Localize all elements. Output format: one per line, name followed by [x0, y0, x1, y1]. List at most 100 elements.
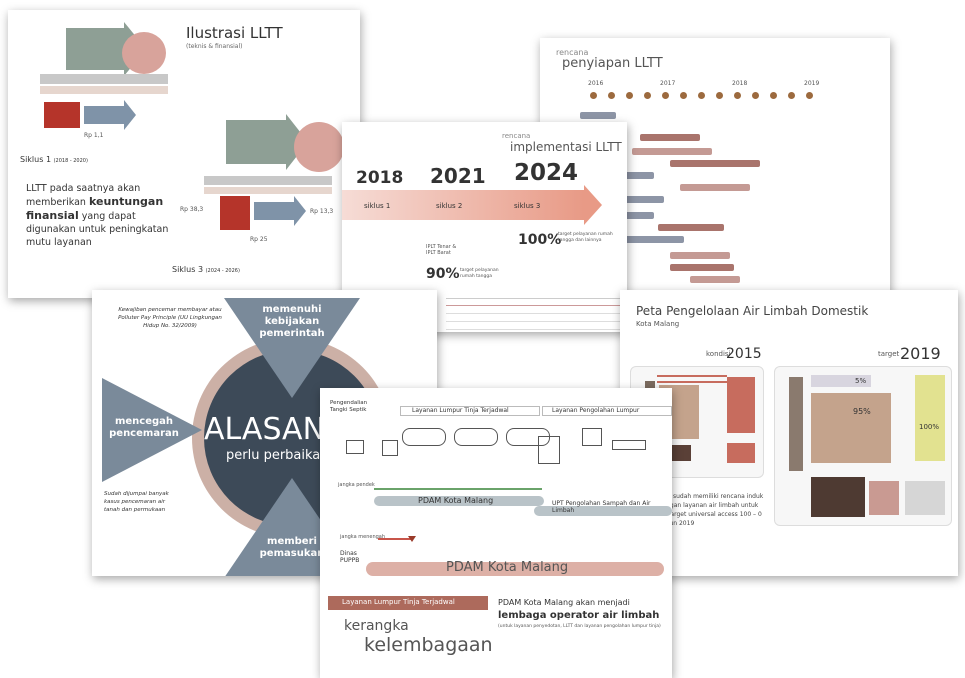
band-pengolahan	[542, 406, 672, 416]
center-subtitle: perlu perbaikan	[226, 448, 329, 463]
label-dinas: Dinas PUPPB	[340, 550, 360, 564]
blue-arrow-head-2	[294, 196, 306, 226]
left-triangle	[102, 378, 202, 482]
year-2017: 2017	[660, 80, 676, 87]
reason-pemasukan: memberi pemasukan	[259, 536, 325, 559]
timeline-dot	[590, 92, 597, 99]
truck-icon	[402, 428, 446, 446]
kondisi-year: 2015	[726, 346, 762, 362]
label-pdam-big: PDAM Kota Malang	[446, 560, 569, 575]
table-row	[446, 313, 620, 314]
cycle-3: siklus 3	[514, 202, 541, 210]
timeline-dot	[788, 92, 795, 99]
truck-icon	[454, 428, 498, 446]
slide-implementasi-lltt: rencana implementasi LLTT 2018 2021 2024…	[342, 122, 627, 332]
target-2019-diagram: 5% 95% 100%	[774, 366, 952, 526]
slide-subtitle: Kota Malang	[636, 320, 680, 328]
blue-arrow	[84, 106, 124, 124]
percent-90: 90%	[426, 266, 460, 282]
body-text: LLTT pada saatnya akan memberikan keuntu…	[26, 183, 169, 248]
line-jangka-menengah	[378, 538, 412, 540]
timeline-dot	[626, 92, 633, 99]
top-triangle	[224, 298, 360, 398]
pct-100: 100%	[919, 423, 940, 431]
timeline-dot	[698, 92, 705, 99]
bar-grey	[905, 481, 945, 515]
house-icon	[382, 440, 398, 456]
septic-tank-icon	[346, 440, 364, 454]
pill-layanan	[328, 596, 488, 610]
gantt-bar	[624, 172, 654, 179]
pill-layanan-label: Layanan Lumpur Tinja Terjadwal	[342, 598, 455, 606]
label-tangki-septik: Pengendalian Tangki Septik	[330, 400, 368, 413]
blue-arrow-2	[254, 202, 294, 220]
green-block	[66, 28, 124, 70]
band-pengolahan-label: Layanan Pengolahan Lumpur	[552, 407, 640, 414]
cycle-2: siklus 2	[436, 202, 463, 210]
iplt-note: IPLT Tenar & IPLT Barat	[426, 244, 457, 256]
gantt-bar	[658, 224, 724, 231]
bar-pdam-big	[366, 562, 664, 576]
reason-kebijakan: memenuhi kebijakan pemerintah	[259, 304, 325, 339]
slide-title: penyiapan LLTT	[562, 56, 663, 71]
slide-title: Ilustrasi LLTT	[186, 24, 283, 42]
pink-circle-2	[294, 122, 344, 172]
green-block-2	[226, 120, 286, 164]
red-block	[44, 102, 80, 128]
timeline-dot	[734, 92, 741, 99]
line-jangka-pendek	[374, 488, 542, 490]
rp-value-3: Rp 13,3	[310, 208, 334, 215]
gantt-bar	[580, 112, 616, 119]
bar-100	[915, 375, 945, 461]
gantt-bar	[624, 236, 684, 243]
gantt-bar	[670, 264, 734, 271]
label-jangka-menengah: jangka menengah	[340, 534, 386, 540]
grey-band	[40, 74, 168, 84]
bar-red-2	[727, 443, 755, 463]
year-2021: 2021	[430, 164, 486, 188]
gantt-bar	[670, 160, 760, 167]
slide-title-small: rencana	[556, 48, 589, 57]
timeline-dot	[644, 92, 651, 99]
right-bold: lembaga operator air limbah	[498, 610, 660, 621]
band-layanan-lumpur	[400, 406, 540, 416]
note-ppp: Kewajiban pencemar membayar atau Pollute…	[118, 307, 222, 329]
pct-5: 5%	[855, 377, 867, 385]
truck-icon	[506, 428, 550, 446]
pink-circle	[122, 32, 166, 74]
slide-subtitle: (teknis & finansial)	[186, 43, 243, 50]
gantt-bar	[670, 252, 730, 259]
bar-dark	[811, 477, 865, 517]
siklus-3-label: Siklus 3 (2024 - 2026)	[172, 265, 240, 274]
bar-total	[789, 377, 803, 471]
title-kerangka: kerangka	[344, 618, 409, 634]
timeline-dot	[770, 92, 777, 99]
percent-100: 100%	[518, 232, 562, 248]
slide-title-small: rencana	[502, 132, 531, 140]
marker-triangle	[408, 536, 416, 542]
slide-kerangka-kelembagaan: Pengendalian Tangki Septik Layanan Lumpu…	[320, 388, 672, 678]
gantt-bar	[624, 212, 654, 219]
gantt-bar	[680, 184, 750, 191]
bar-uptd	[534, 506, 672, 516]
label-uptd: UPT Pengolahan Sampah dan Air Limbah	[552, 500, 651, 514]
bar-red	[727, 377, 755, 433]
year-2016: 2016	[588, 80, 604, 87]
cycle-1: siklus 1	[364, 202, 391, 210]
cycle-arrow-head	[584, 185, 602, 225]
bar-pink	[869, 481, 899, 515]
bar-95	[811, 393, 891, 463]
table-row	[446, 329, 620, 330]
blue-arrow-head	[124, 100, 136, 130]
timeline-dot	[608, 92, 615, 99]
percent-100-note: target pelayanan rumah tangga dan lainny…	[558, 232, 613, 243]
bar-5	[811, 375, 871, 387]
data-table	[446, 298, 620, 332]
grey-band-2	[204, 176, 332, 185]
bar-dark	[671, 445, 691, 461]
timeline-dot	[662, 92, 669, 99]
timeline-dot	[716, 92, 723, 99]
rp-value-4: Rp 38,3	[180, 206, 204, 213]
label-jangka-pendek: jangka pendek	[338, 482, 375, 488]
red-block-2	[220, 196, 250, 230]
